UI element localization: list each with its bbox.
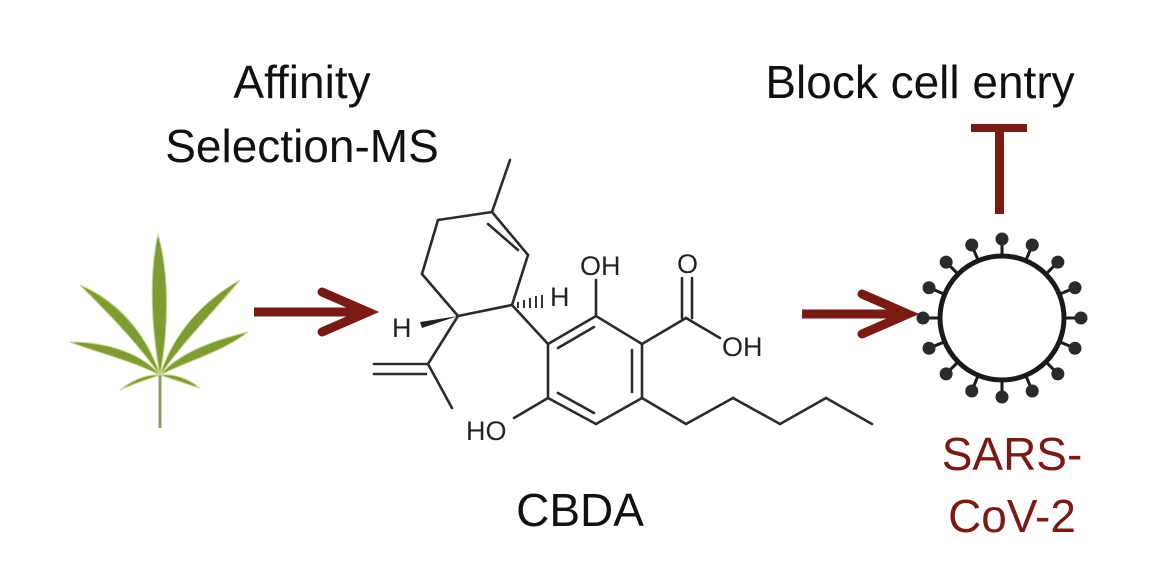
virus-spike-stem <box>1024 374 1032 387</box>
virus-spike-stem <box>1044 360 1056 372</box>
virus-spike-head <box>1068 341 1082 355</box>
virus-spike-head <box>922 341 936 355</box>
virus-spike-head <box>939 367 953 381</box>
virus-spike-head <box>1025 238 1039 252</box>
atom-label-o-carbonyl: O <box>677 249 698 279</box>
cannabis-leaf-icon <box>69 233 249 428</box>
virus-spike-head <box>965 384 979 398</box>
atom-label-oh-top: OH <box>580 251 621 281</box>
virus-label-line1: SARS- <box>942 428 1083 480</box>
virus-spike-stem <box>933 288 946 296</box>
atom-label-ho-bottom: HO <box>466 416 507 446</box>
virus-spike-head <box>965 238 979 252</box>
atom-label-h-right: H <box>550 282 570 312</box>
virus-label-line2: CoV-2 <box>948 490 1076 542</box>
right-arrow-icon <box>802 289 920 339</box>
virus-spike-stem <box>1044 264 1056 276</box>
coronavirus-icon <box>916 232 1088 404</box>
virus-spike-head <box>1068 281 1082 295</box>
virus-spike-head <box>1051 367 1065 381</box>
virus-spike-stem <box>933 340 946 348</box>
method-title-line1: Affinity <box>233 56 370 108</box>
cbda-structure: H H OH O OH <box>372 158 874 446</box>
virus-spike-stem <box>972 249 980 262</box>
effect-title: Block cell entry <box>765 56 1074 108</box>
virus-spike-head <box>922 281 936 295</box>
atom-label-oh-acid: OH <box>722 332 763 362</box>
virus-spike-head <box>916 311 930 325</box>
atom-label-h-left: H <box>392 313 412 343</box>
virus-spike-head <box>1025 384 1039 398</box>
virus-spike-stem <box>948 360 960 372</box>
virus-spike-head <box>995 390 1009 404</box>
virus-spike-head <box>995 232 1009 246</box>
compound-label: CBDA <box>516 484 644 536</box>
virus-spike-head <box>1051 255 1065 269</box>
virus-spike-head <box>1074 311 1088 325</box>
virus-spike-stem <box>972 374 980 387</box>
right-arrow-icon <box>254 287 380 337</box>
virus-spike-head <box>939 255 953 269</box>
inhibition-t-bar-icon <box>971 124 1027 214</box>
virus-spike-stem <box>1024 249 1032 262</box>
virus-spike-stem <box>1058 288 1071 296</box>
virus-spike-stem <box>1058 340 1071 348</box>
method-title-line2: Selection-MS <box>165 120 439 172</box>
virus-spike-stem <box>948 264 960 276</box>
